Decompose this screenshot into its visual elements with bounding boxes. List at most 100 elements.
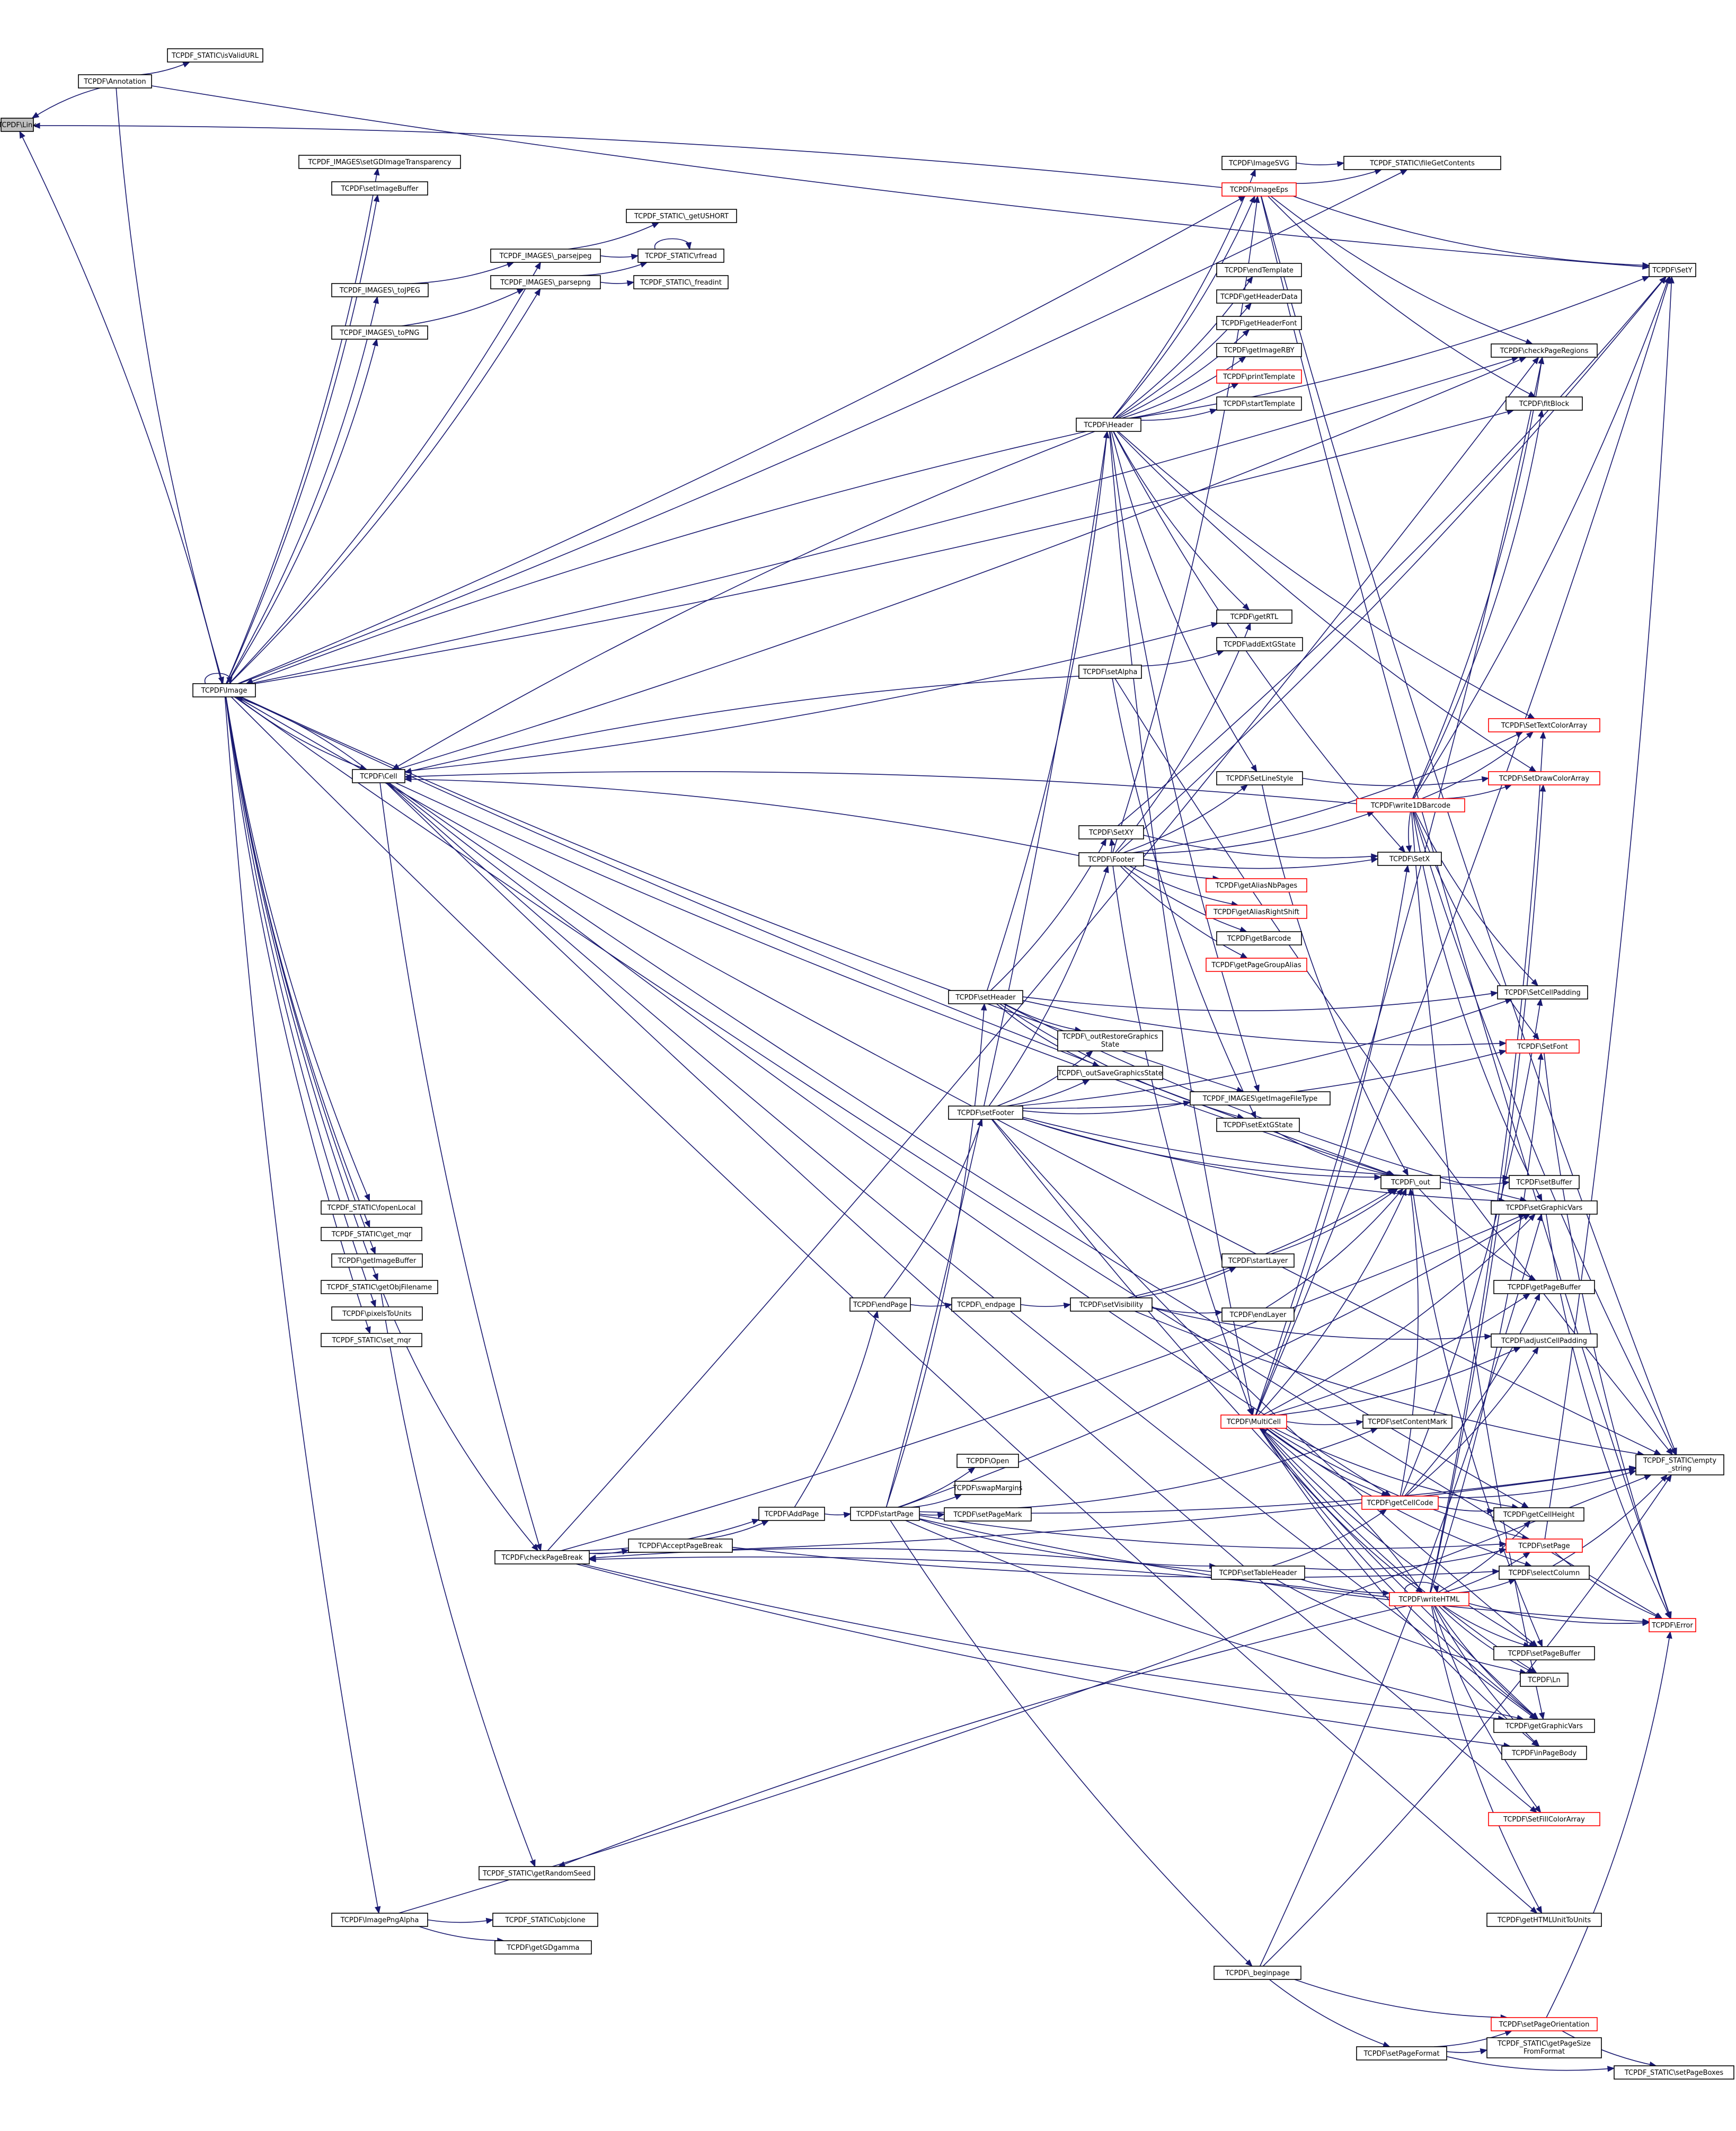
node-tcpdf-setpageorientation[interactable]: TCPDF\setPageOrientation — [1491, 2017, 1598, 2031]
node-tcpdf-settableheader[interactable]: TCPDF\setTableHeader — [1211, 1566, 1305, 1580]
node-tcpdf-getheaderfont[interactable]: TCPDF\getHeaderFont — [1216, 316, 1302, 330]
node-tcpdf-endlayer[interactable]: TCPDF\endLayer — [1221, 1307, 1295, 1322]
node-tcpdf-static-rfread[interactable]: TCPDF_STATIC\rfread — [637, 249, 724, 263]
node-tcpdf-getaliasnbpages[interactable]: TCPDF\getAliasNbPages — [1206, 878, 1307, 892]
node-tcpdf-setbuffer[interactable]: TCPDF\setBuffer — [1509, 1175, 1580, 1189]
node-tcpdf-acceptpagebreak[interactable]: TCPDF\AcceptPageBreak — [628, 1538, 733, 1553]
node-tcpdf-setvisibility[interactable]: TCPDF\setVisibility — [1070, 1297, 1153, 1312]
node-tcpdf-footer[interactable]: TCPDF\Footer — [1078, 852, 1144, 866]
node-tcpdf-startlayer[interactable]: TCPDF\startLayer — [1221, 1253, 1295, 1268]
node-tcpdf-setlinestyle[interactable]: TCPDF\SetLineStyle — [1216, 771, 1303, 785]
node-tcpdf-static-freadint[interactable]: TCPDF_STATIC\_freadint — [633, 275, 729, 289]
arrowhead — [1532, 1346, 1539, 1355]
node-tcpdf-getcellheight[interactable]: TCPDF\getCellHeight — [1493, 1507, 1584, 1522]
node-tcpdf-static-filegetcontents[interactable]: TCPDF_STATIC\fileGetContents — [1343, 156, 1501, 170]
node-tcpdf-imagesvg[interactable]: TCPDF\ImageSVG — [1221, 156, 1297, 170]
node-tcpdf-starttemplate[interactable]: TCPDF\startTemplate — [1216, 396, 1302, 411]
node-tcpdf-addextgstate[interactable]: TCPDF\addExtGState — [1216, 637, 1303, 651]
node-tcpdf-open[interactable]: TCPDF\Open — [956, 1454, 1019, 1468]
node-tcpdf-setfillcolorarray[interactable]: TCPDF\SetFillColorArray — [1488, 1812, 1600, 1826]
node-tcpdf-setpagemark[interactable]: TCPDF\setPageMark — [944, 1507, 1032, 1522]
node-tcpdf-endtemplate[interactable]: TCPDF\endTemplate — [1216, 263, 1302, 277]
node-tcpdf-getpagebuffer[interactable]: TCPDF\getPageBuffer — [1493, 1280, 1595, 1294]
node-tcpdf-getrtl[interactable]: TCPDF\getRTL — [1216, 609, 1292, 624]
node-tcpdf-setimagebuffer[interactable]: TCPDF\setImageBuffer — [331, 181, 428, 196]
node-tcpdf-multicell[interactable]: TCPDF\MultiCell — [1220, 1414, 1287, 1429]
node-box — [1488, 718, 1600, 732]
node-tcpdf-getgraphicvars[interactable]: TCPDF\getGraphicVars — [1493, 1719, 1595, 1733]
node-tcpdf-static-empty-string[interactable]: TCPDF_STATIC\empty_string — [1635, 1454, 1724, 1475]
node-tcpdf-static-fopenlocal[interactable]: TCPDF_STATIC\fopenLocal — [321, 1200, 422, 1215]
node-tcpdf-endpage[interactable]: TCPDF\endPage — [849, 1297, 911, 1312]
node-tcpdf-beginpage[interactable]: TCPDF\_beginpage — [1214, 1966, 1301, 1980]
node-tcpdf-image[interactable]: TCPDF\Image — [192, 683, 256, 697]
node-tcpdf-static-set-mqr[interactable]: TCPDF_STATIC\set_mqr — [321, 1333, 422, 1347]
node-tcpdf-outsavegraphicsstate[interactable]: TCPDF\_outSaveGraphicsState — [1057, 1066, 1163, 1080]
node-tcpdf-setxy[interactable]: TCPDF\SetXY — [1078, 825, 1144, 839]
node-box — [1497, 985, 1588, 1000]
node-tcpdf-header[interactable]: TCPDF\Header — [1076, 418, 1141, 432]
node-tcpdf-setx[interactable]: TCPDF\SetX — [1377, 852, 1442, 866]
node-tcpdf-addpage[interactable]: TCPDF\AddPage — [758, 1507, 825, 1521]
node-tcpdf-static-getushort[interactable]: TCPDF_STATIC\_getUSHORT — [626, 209, 737, 223]
node-tcpdf-inpagebody[interactable]: TCPDF\inPageBody — [1501, 1746, 1587, 1760]
node-tcpdf-cell[interactable]: TCPDF\Cell — [352, 769, 405, 783]
node-tcpdf-settextcolorarray[interactable]: TCPDF\SetTextColorArray — [1488, 718, 1600, 732]
node-tcpdf-imagepngalpha[interactable]: TCPDF\ImagePngAlpha — [331, 1913, 428, 1927]
node-tcpdf-swapmargins[interactable]: TCPDF\swapMargins — [953, 1481, 1023, 1495]
node-tcpdf-out[interactable]: TCPDF\_out — [1380, 1175, 1441, 1189]
node-tcpdf-images-parsejpeg[interactable]: TCPDF_IMAGES\_parsejpeg — [490, 249, 601, 263]
node-tcpdf-fitblock[interactable]: TCPDF\fitBlock — [1505, 396, 1583, 411]
node-tcpdf-annotation[interactable]: TCPDF\Annotation — [78, 74, 152, 89]
node-tcpdf-setalpha[interactable]: TCPDF\setAlpha — [1078, 665, 1142, 679]
node-tcpdf-gethtmlunittounits[interactable]: TCPDF\getHTMLUnitToUnits — [1486, 1913, 1602, 1927]
node-tcpdf-static-getrandomseed[interactable]: TCPDF_STATIC\getRandomSeed — [479, 1866, 595, 1880]
node-tcpdf-setpageformat[interactable]: TCPDF\setPageFormat — [1356, 2046, 1447, 2061]
node-tcpdf-pixelstounits[interactable]: TCPDF\pixelsToUnits — [331, 1306, 423, 1321]
node-tcpdf-setextgstate[interactable]: TCPDF\setExtGState — [1216, 1118, 1300, 1132]
node-tcpdf-getimagebuffer[interactable]: TCPDF\getImageBuffer — [331, 1253, 423, 1268]
node-tcpdf-selectcolumn[interactable]: TCPDF\selectColumn — [1499, 1566, 1590, 1580]
node-tcpdf-getheaderdata[interactable]: TCPDF\getHeaderData — [1216, 289, 1302, 304]
node-tcpdf-printtemplate[interactable]: TCPDF\printTemplate — [1216, 369, 1302, 384]
node-tcpdf-checkpagebreak[interactable]: TCPDF\checkPageBreak — [494, 1550, 590, 1564]
node-tcpdf-setpagebuffer[interactable]: TCPDF\setPageBuffer — [1493, 1646, 1595, 1660]
node-tcpdf-getcellcode[interactable]: TCPDF\getCellCode — [1361, 1496, 1439, 1510]
node-tcpdf-static-isvalidurl[interactable]: TCPDF_STATIC\isValidURL — [167, 48, 263, 63]
node-tcpdf-setpage[interactable]: TCPDF\setPage — [1505, 1538, 1583, 1553]
node-tcpdf-setfont[interactable]: TCPDF\SetFont — [1505, 1039, 1580, 1054]
node-tcpdf-static-setpageboxes[interactable]: TCPDF_STATIC\setPageBoxes — [1614, 2065, 1734, 2080]
node-tcpdf-setcontentmark[interactable]: TCPDF\setContentMark — [1362, 1414, 1452, 1429]
node-tcpdf-adjustcellpadding[interactable]: TCPDF\adjustCellPadding — [1491, 1333, 1598, 1348]
node-tcpdf-static-objclone[interactable]: TCPDF_STATIC\objclone — [492, 1913, 598, 1927]
node-tcpdf-getgdgamma[interactable]: TCPDF\getGDgamma — [494, 1940, 592, 1955]
node-tcpdf-getbarcode[interactable]: TCPDF\getBarcode — [1216, 931, 1302, 945]
node-tcpdf-sety[interactable]: TCPDF\SetY — [1649, 263, 1696, 277]
node-tcpdf-images-tojpeg[interactable]: TCPDF_IMAGES\_toJPEG — [331, 283, 429, 297]
node-tcpdf-endpage[interactable]: TCPDF\_endpage — [951, 1297, 1021, 1312]
node-tcpdf-writehtml[interactable]: TCPDF\writeHTML — [1389, 1592, 1469, 1606]
node-tcpdf-setfooter[interactable]: TCPDF\setFooter — [948, 1106, 1023, 1120]
node-tcpdf-ln[interactable]: TCPDF\Ln — [1520, 1673, 1569, 1687]
node-tcpdf-setheader[interactable]: TCPDF\setHeader — [948, 990, 1023, 1004]
node-tcpdf-static-getobjfilename[interactable]: TCPDF_STATIC\getObjFilename — [321, 1280, 438, 1294]
edge-write1dbarcode-to-setx — [1405, 811, 1412, 853]
node-tcpdf-getpagegroupalias[interactable]: TCPDF\getPageGroupAlias — [1206, 958, 1307, 972]
node-tcpdf-static-get-mqr[interactable]: TCPDF_STATIC\get_mqr — [321, 1227, 422, 1241]
node-tcpdf-error[interactable]: TCPDF\Error — [1649, 1618, 1696, 1632]
node-tcpdf-images-getimagefiletype[interactable]: TCPDF_IMAGES\getImageFileType — [1190, 1091, 1331, 1106]
node-tcpdf-images-topng[interactable]: TCPDF_IMAGES\_toPNG — [331, 325, 428, 340]
node-tcpdf-startpage[interactable]: TCPDF\startPage — [850, 1507, 920, 1521]
node-tcpdf-getimagerby[interactable]: TCPDF\getImageRBY — [1216, 343, 1302, 357]
node-tcpdf-setdrawcolorarray[interactable]: TCPDF\SetDrawColorArray — [1488, 771, 1600, 785]
node-tcpdf-images-setgdimagetransparency[interactable]: TCPDF_IMAGES\setGDImageTransparency — [298, 155, 461, 169]
node-tcpdf-setgraphicvars[interactable]: TCPDF\setGraphicVars — [1491, 1200, 1598, 1215]
node-tcpdf-checkpageregions[interactable]: TCPDF\checkPageRegions — [1491, 343, 1598, 358]
node-tcpdf-imageeps[interactable]: TCPDF\ImageEps — [1221, 182, 1297, 197]
node-tcpdf-images-parsepng[interactable]: TCPDF_IMAGES\_parsepng — [490, 275, 601, 289]
node-tcpdf-write1dbarcode[interactable]: TCPDF\write1DBarcode — [1356, 798, 1465, 812]
node-tcpdf-getaliasrightshift[interactable]: TCPDF\getAliasRightShift — [1206, 905, 1307, 919]
node-tcpdf-setcellpadding[interactable]: TCPDF\SetCellPadding — [1497, 985, 1588, 1000]
